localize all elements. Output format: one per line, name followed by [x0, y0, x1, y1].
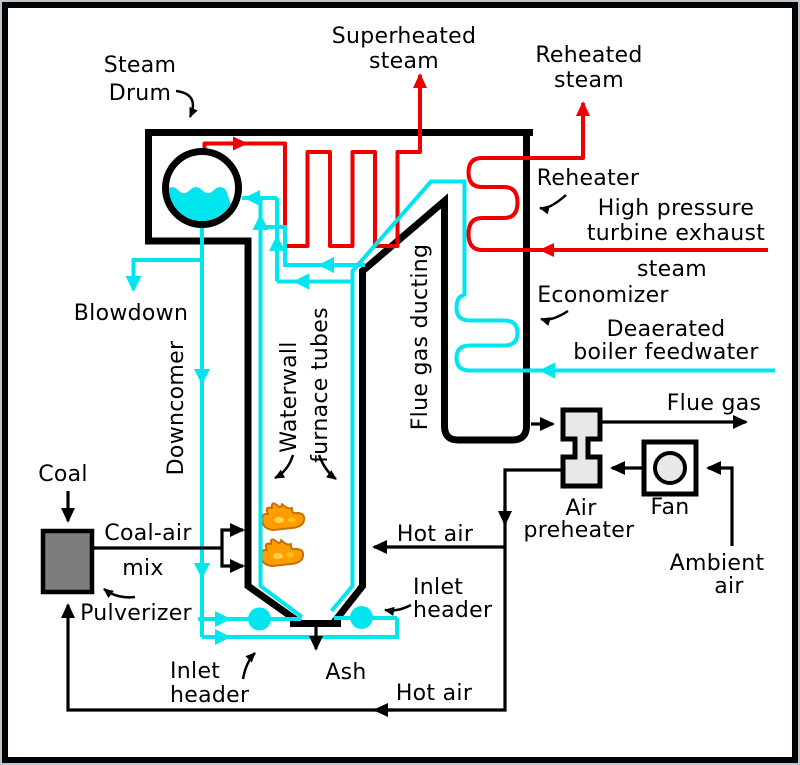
inlet-header-drum-left — [248, 607, 271, 631]
label-reheater: Reheater — [537, 166, 640, 191]
economizer-pointer-arrow — [540, 309, 569, 326]
label-waterwall: Waterwall — [277, 341, 302, 452]
label-feedwater: Deaerated — [607, 317, 726, 342]
pulverizer-box — [40, 528, 95, 595]
inlet-header-line-lower — [202, 618, 399, 639]
labels: Steam Drum Superheated steam Reheated st… — [38, 24, 765, 708]
label-waterwall: furnace tubes — [308, 307, 333, 463]
label-coal: Coal — [38, 462, 88, 487]
steam-drum-pointer-arrow — [175, 89, 198, 118]
label-hot-air-mid: Hot air — [397, 522, 474, 547]
flame-icon — [260, 538, 305, 567]
label-flue-gas-ducting: Flue gas ducting — [408, 244, 433, 431]
flame-icons — [260, 502, 306, 567]
steam-piping — [202, 73, 768, 257]
hot-air-pipe-main — [61, 468, 563, 712]
label-pulverizer: Pulverizer — [80, 601, 192, 626]
reheater-pointer-arrow — [539, 194, 567, 215]
label-superheated-steam: Superheated — [332, 24, 476, 49]
burner-arrow-upper — [220, 523, 245, 548]
label-air-preheater: Air — [565, 496, 597, 521]
label-inlet-header-left: header — [170, 683, 250, 708]
waterwall-right-lining-economizer-outlet — [329, 179, 467, 613]
label-economizer: Economizer — [537, 283, 669, 308]
label-hp-exhaust: turbine exhaust — [587, 221, 765, 246]
label-blowdown: Blowdown — [74, 301, 188, 326]
label-coal-air-mix: Coal-air — [104, 521, 192, 546]
boiler-wall-right-duct — [330, 129, 530, 626]
waterwall-pointer-arrow — [317, 454, 337, 481]
label-hp-exhaust: steam — [637, 257, 707, 282]
label-inlet-header-right: Inlet — [413, 575, 463, 600]
air-preheater — [560, 407, 603, 489]
label-ash: Ash — [325, 660, 366, 685]
label-fan: Fan — [651, 495, 690, 520]
label-downcomer: Downcomer — [164, 340, 189, 475]
steam-drum — [162, 148, 242, 228]
inlet-header-drum-right — [350, 606, 373, 629]
steam-drum-water — [169, 187, 235, 221]
label-feedwater: boiler feedwater — [573, 340, 759, 365]
inlet-header-right-pointer-arrow — [384, 603, 412, 616]
label-superheated-steam: steam — [369, 49, 439, 74]
label-air-preheater: preheater — [524, 518, 636, 543]
pulverizer-pointer-arrow — [103, 587, 136, 599]
boiler-walls — [145, 129, 533, 627]
burner-arrow-lower — [220, 548, 245, 573]
label-ambient-air: Ambient — [670, 551, 765, 576]
economizer-coil — [454, 293, 775, 373]
label-hp-exhaust: High pressure — [598, 196, 754, 221]
ambient-air-pipe — [706, 461, 734, 546]
air-piping — [61, 415, 748, 717]
blowdown-pipe — [125, 258, 202, 292]
label-pointers — [103, 89, 569, 680]
label-steam-drum: Drum — [109, 81, 172, 106]
boiler-wall-left — [145, 129, 533, 627]
flame-icon — [261, 502, 306, 531]
label-reheated-steam: steam — [554, 68, 624, 93]
label-ambient-air: air — [714, 574, 744, 599]
label-hot-air-bottom: Hot air — [396, 681, 473, 706]
reheater-coil — [466, 101, 768, 252]
label-inlet-header-left: Inlet — [170, 659, 220, 684]
fan-wheel-icon — [653, 451, 687, 485]
waterwall-pointer-arrow — [274, 454, 295, 480]
superheater-pipe — [202, 73, 427, 248]
label-flue-gas: Flue gas — [667, 391, 762, 416]
label-steam-drum: Steam — [104, 53, 177, 78]
waterwall-left-lining — [258, 198, 304, 619]
water-piping — [125, 179, 775, 645]
label-coal-air-mix: mix — [122, 556, 163, 581]
label-reheated-steam: Reheated — [535, 43, 642, 68]
inlet-header-left-pointer-arrow — [241, 652, 256, 680]
label-inlet-header-right: header — [413, 598, 493, 623]
